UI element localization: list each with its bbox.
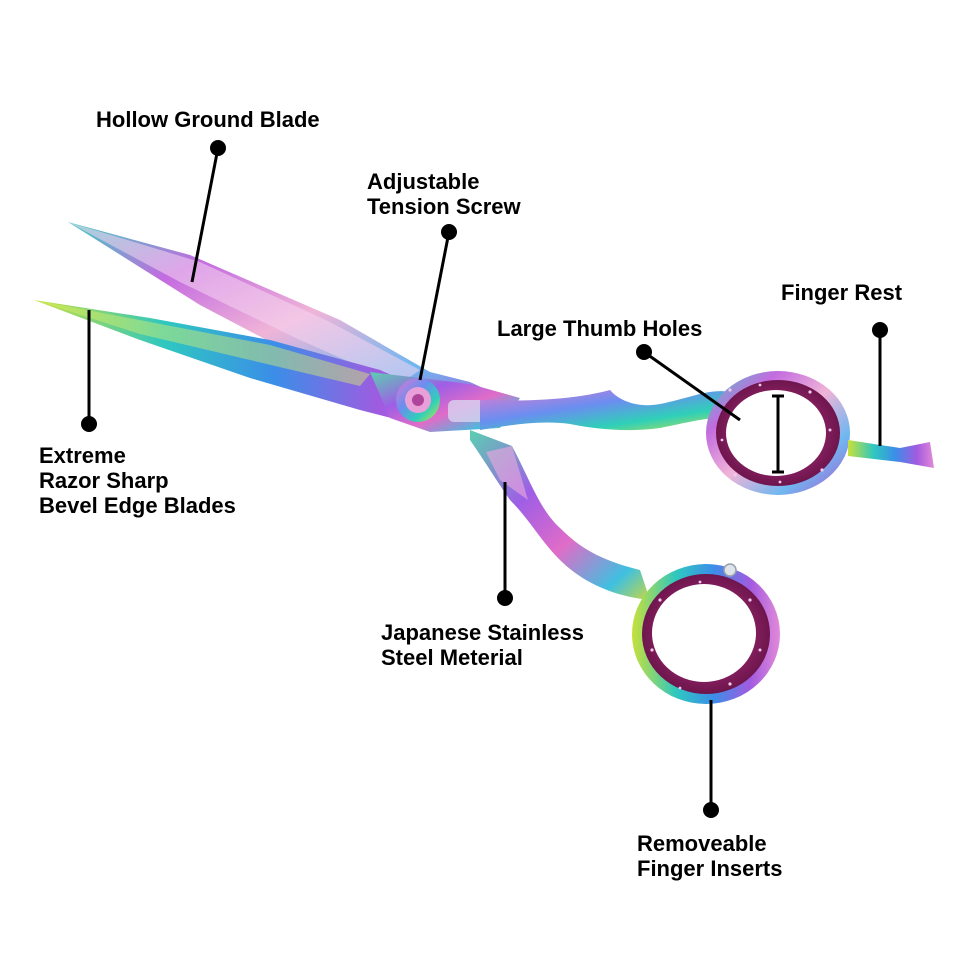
label-line: Razor Sharp	[39, 468, 169, 493]
leader-dot-hollow-ground-blade	[210, 140, 226, 156]
label-finger-rest: Finger Rest	[781, 280, 902, 305]
label-line: Removeable	[637, 831, 767, 856]
label-steel-material: Japanese Stainless Steel Meterial	[381, 620, 584, 670]
label-line: Japanese Stainless	[381, 620, 585, 645]
label-line: Extreme	[39, 443, 126, 468]
label-line: Steel Meterial	[381, 645, 523, 670]
label-line: Hollow Ground Blade	[96, 107, 320, 132]
label-line: Adjustable	[367, 169, 480, 194]
label-tension-screw: Adjustable Tension Screw	[367, 169, 521, 219]
label-hollow-ground-blade: Hollow Ground Blade	[96, 107, 320, 132]
leader-hollow-ground-blade	[190, 147, 220, 283]
lower-shank	[470, 430, 650, 600]
label-thumb-holes: Large Thumb Holes	[497, 316, 702, 341]
label-line: Bevel Edge Blades	[39, 493, 236, 518]
leader-lines	[81, 140, 888, 818]
tension-screw-icon	[396, 378, 440, 422]
leader-dot-thumb-holes	[636, 344, 652, 360]
insert-sparkles	[650, 383, 832, 690]
label-line: Tension Screw	[367, 194, 521, 219]
upper-shank	[480, 390, 738, 431]
leader-tension-screw	[418, 231, 451, 381]
label-bevel-edge: Extreme Razor Sharp Bevel Edge Blades	[39, 443, 236, 518]
upper-blade	[68, 222, 520, 418]
label-line: Large Thumb Holes	[497, 316, 703, 341]
finger-rest-tang	[848, 440, 934, 468]
label-line: Finger Inserts	[637, 856, 783, 881]
leader-dot-steel-material	[497, 590, 513, 606]
lower-blade	[34, 300, 470, 428]
leader-dot-finger-inserts	[703, 802, 719, 818]
finger-ring	[632, 563, 780, 704]
leader-dot-bevel-edge	[81, 416, 97, 432]
label-line: Finger Rest	[781, 280, 903, 305]
leader-thumb-holes	[643, 350, 741, 422]
label-finger-inserts: Removeable Finger Inserts	[637, 831, 782, 881]
leader-dot-tension-screw	[441, 224, 457, 240]
leader-dot-finger-rest	[872, 322, 888, 338]
